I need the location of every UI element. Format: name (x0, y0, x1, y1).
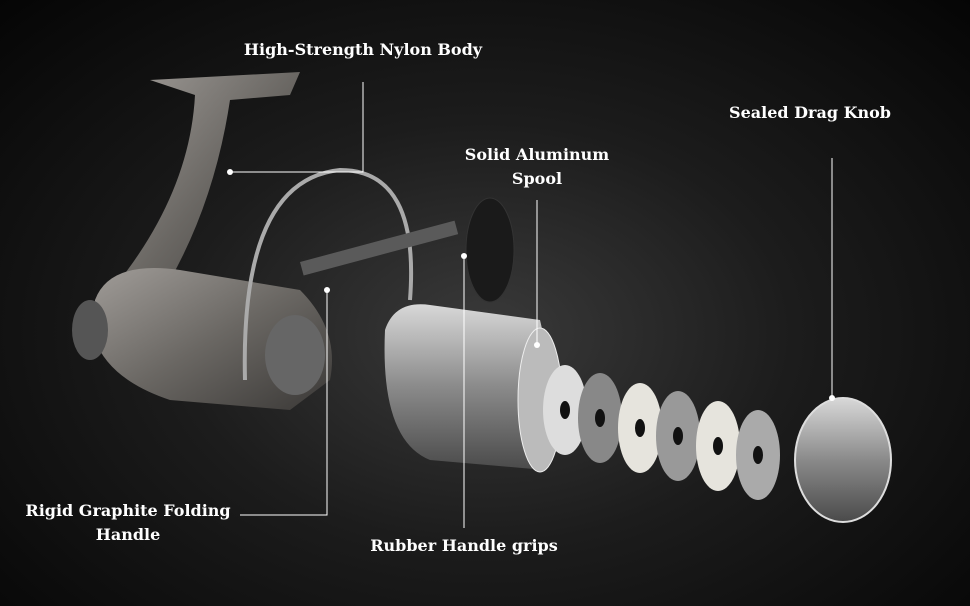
handle-knob (465, 197, 515, 303)
label-spool: Solid Aluminum Spool (465, 143, 609, 191)
leader-lines (230, 82, 833, 528)
bail-wire (242, 167, 414, 381)
label-handle-line1: Rigid Graphite Folding (25, 501, 231, 520)
label-spool-line2: Spool (511, 169, 563, 188)
spool (384, 304, 552, 470)
rotor-gear (265, 315, 325, 395)
handle-arm (300, 220, 459, 276)
reel-foot (120, 72, 300, 300)
label-spool-line1: Solid Aluminum (464, 145, 610, 164)
rear-drag (72, 300, 108, 360)
label-handle-grips: Rubber Handle grips (370, 536, 558, 555)
label-handle-line2: Handle (95, 525, 161, 544)
label-nylon-body: High-Strength Nylon Body (243, 40, 483, 59)
drag-knob (794, 397, 892, 523)
label-handle: Rigid Graphite Folding Handle (25, 499, 230, 547)
drag-washers (543, 365, 780, 500)
leader-dots (227, 169, 835, 401)
label-drag-knob: Sealed Drag Knob (729, 103, 891, 122)
